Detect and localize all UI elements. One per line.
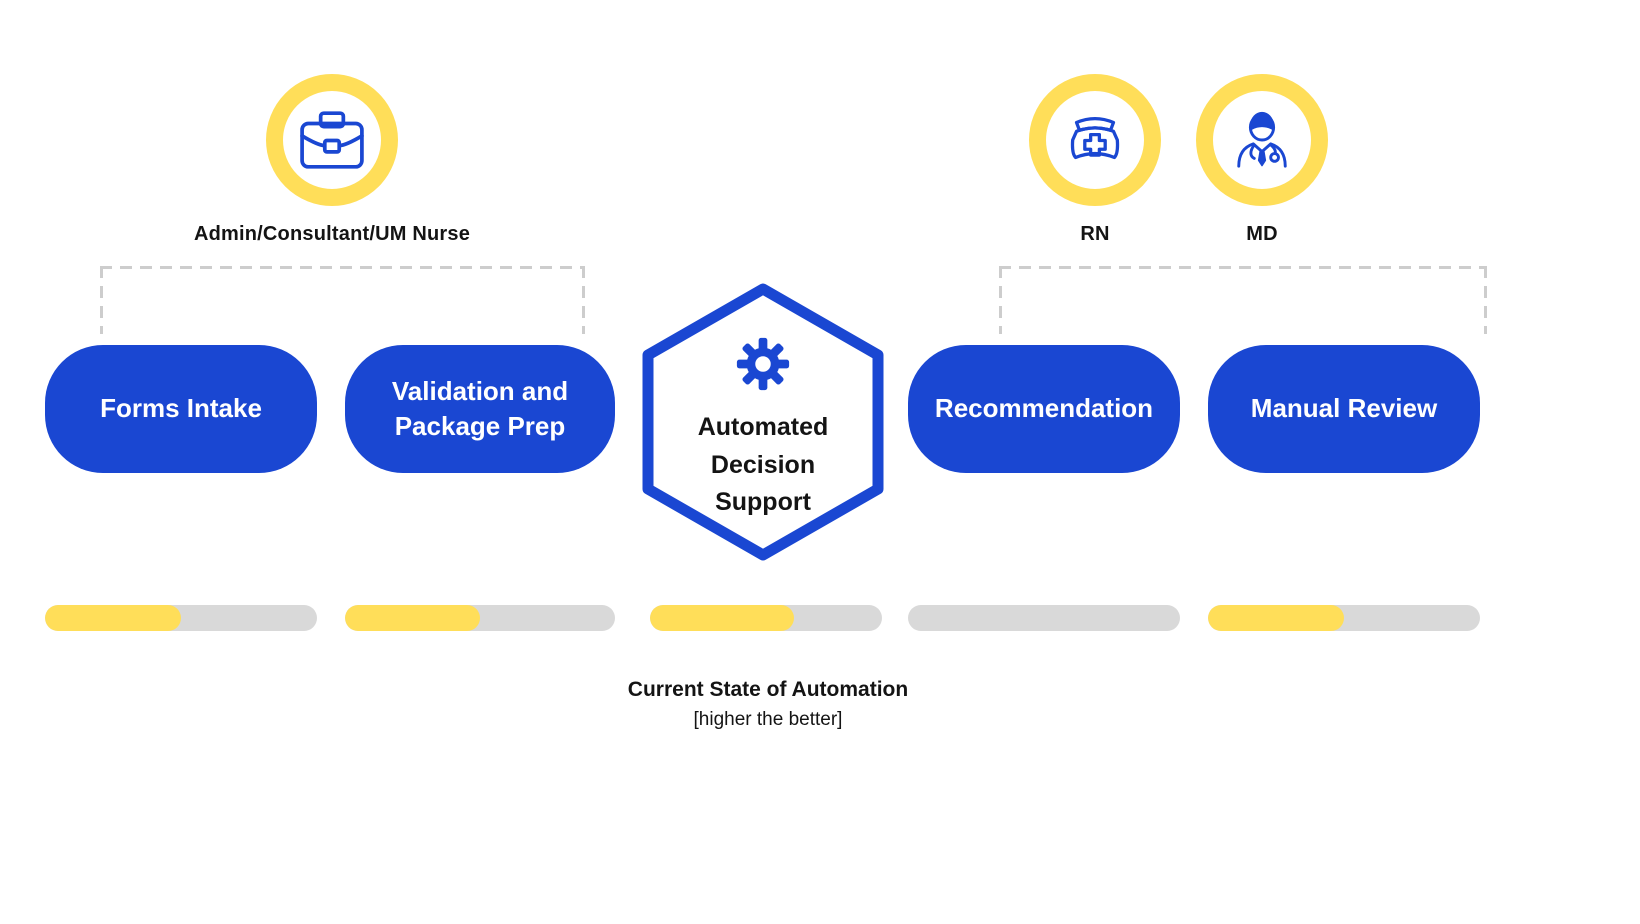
role-badge-md: [1196, 74, 1328, 206]
automation-bar-fill: [1208, 605, 1344, 631]
role-badge-rn: [1029, 74, 1161, 206]
role-label-md: MD: [1246, 223, 1278, 245]
bracket-clinician-scope: [999, 266, 1487, 334]
role-label-rn: RN: [1080, 223, 1110, 245]
bracket-line: [100, 266, 103, 334]
role-badge-admin: [266, 74, 398, 206]
hexagon-shape: [642, 283, 884, 561]
automation-bar-forms-intake: [45, 605, 317, 631]
role-label-admin: Admin/Consultant/UM Nurse: [193, 223, 471, 245]
bracket-line: [100, 266, 585, 269]
stage-manual-review: Manual Review: [1208, 345, 1480, 473]
stage-label: Recommendation: [934, 393, 1154, 424]
automation-bar-recommendation: [908, 605, 1180, 631]
hexagon-content: Automated Decision Support: [642, 283, 884, 561]
briefcase-icon: [300, 111, 364, 169]
automation-bar-fill: [345, 605, 480, 631]
stage-label: Manual Review: [1250, 393, 1438, 424]
stage-label: Automated Decision Support: [697, 413, 829, 516]
bracket-line: [1484, 266, 1487, 334]
gear-icon: [736, 337, 790, 391]
doctor-icon: [1237, 111, 1287, 168]
automation-bar-fill: [650, 605, 794, 631]
automation-bar-decision-support: [650, 605, 882, 631]
automation-bar-manual-review: [1208, 605, 1480, 631]
bracket-line: [999, 266, 1002, 334]
caption-title: Current State of Automation: [627, 678, 909, 701]
bracket-line: [582, 266, 585, 334]
stage-forms-intake: Forms Intake: [45, 345, 317, 473]
nurse-cap-icon: [1070, 116, 1120, 160]
stage-automated-decision-support: Automated Decision Support: [642, 283, 884, 561]
stage-recommendation: Recommendation: [908, 345, 1180, 473]
stage-label: Validation and Package Prep: [391, 375, 569, 441]
automation-bar-validation: [345, 605, 615, 631]
bracket-line: [999, 266, 1487, 269]
caption: Current State of Automation [higher the …: [468, 678, 1068, 731]
caption-subtitle: [higher the better]: [693, 709, 843, 730]
stage-validation-package-prep: Validation and Package Prep: [345, 345, 615, 473]
bracket-admin-scope: [100, 266, 585, 334]
automation-bar-fill: [45, 605, 181, 631]
stage-label: Forms Intake: [100, 393, 262, 424]
